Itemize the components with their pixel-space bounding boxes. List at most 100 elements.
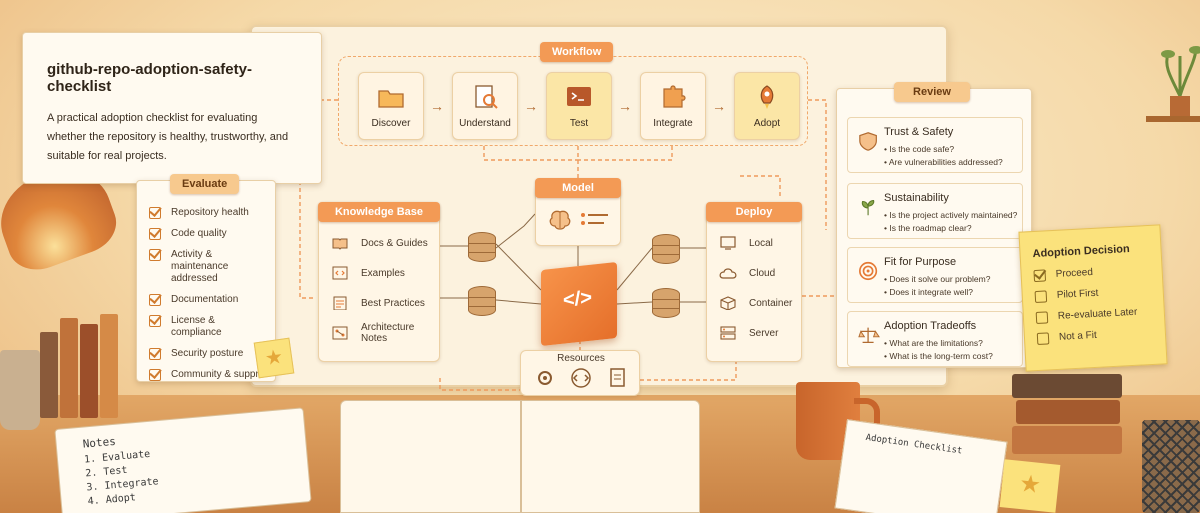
page-description: A practical adoption checklist for evalu… bbox=[47, 112, 289, 162]
arrow-right-icon: → bbox=[524, 98, 538, 114]
checkbox[interactable] bbox=[149, 249, 161, 261]
review-item-title: Adoption Tradeoffs bbox=[884, 320, 977, 332]
shelf-plant-icon bbox=[1161, 46, 1200, 116]
book-stack-right bbox=[1012, 374, 1122, 454]
decision-option[interactable]: Not a Fit bbox=[1036, 327, 1153, 345]
checkbox[interactable] bbox=[1033, 269, 1047, 283]
list-lines-icon bbox=[581, 213, 608, 225]
deploy-item: Cloud bbox=[719, 265, 801, 281]
sprout-icon bbox=[861, 200, 875, 216]
monitor-icon bbox=[720, 236, 736, 250]
arrow-right-icon: → bbox=[430, 98, 444, 114]
box-icon bbox=[720, 296, 736, 311]
arrow-right-icon: → bbox=[618, 98, 632, 114]
target-icon bbox=[859, 261, 878, 281]
checklist-icon bbox=[333, 296, 347, 311]
evaluate-item[interactable]: Code quality bbox=[149, 228, 263, 240]
checkbox[interactable] bbox=[149, 207, 161, 219]
page-title: github-repo-adoption-safety-checklist bbox=[47, 61, 252, 95]
review-item-point: • What are the limitations? bbox=[884, 338, 983, 348]
database-icon bbox=[652, 234, 680, 264]
decision-option-label: Proceed bbox=[1055, 266, 1094, 280]
review-item: Trust & Safety• Is the code safe?• Are v… bbox=[847, 117, 1023, 173]
knowledge-base-item: Architecture Notes bbox=[331, 322, 439, 344]
deploy-label: Deploy bbox=[706, 202, 802, 222]
code-icon bbox=[332, 266, 348, 280]
evaluate-item[interactable]: Community & suppr bbox=[149, 369, 263, 381]
database-icon bbox=[468, 232, 496, 262]
evaluate-item[interactable]: License & compliance bbox=[149, 315, 263, 339]
evaluate-item[interactable]: Security posture bbox=[149, 348, 263, 360]
checkbox[interactable] bbox=[149, 369, 161, 381]
review-item: Adoption Tradeoffs • What are the limitat… bbox=[847, 311, 1023, 367]
evaluate-item[interactable]: Documentation bbox=[149, 294, 263, 306]
checkbox[interactable] bbox=[149, 315, 161, 327]
knowledge-base-item-label: Architecture Notes bbox=[361, 322, 415, 344]
scale-icon bbox=[858, 327, 880, 343]
review-item: Sustainability• Is the project actively … bbox=[847, 183, 1023, 239]
decision-option[interactable]: Proceed bbox=[1033, 264, 1149, 283]
review-item-point: • What is the long-term cost? bbox=[884, 351, 993, 361]
deploy-item-label: Local bbox=[749, 237, 773, 249]
deploy-item-label: Server bbox=[749, 327, 779, 339]
deploy-item: Server bbox=[719, 325, 801, 341]
review-item: Fit for Purpose• Does it solve our probl… bbox=[847, 247, 1023, 303]
shield-icon bbox=[859, 132, 877, 151]
evaluate-label: Evaluate bbox=[170, 174, 240, 194]
evaluate-item-label: Repository health bbox=[171, 207, 249, 218]
knowledge-base-item: Examples bbox=[331, 265, 439, 281]
gear-icon bbox=[538, 371, 552, 385]
deploy-item: Local bbox=[719, 235, 801, 251]
checkbox[interactable] bbox=[149, 294, 161, 306]
evaluate-item-label: License & compliance bbox=[171, 315, 222, 338]
review-label: Review bbox=[894, 82, 970, 102]
database-icon bbox=[652, 288, 680, 318]
checkbox[interactable] bbox=[1034, 290, 1048, 304]
folder-icon bbox=[378, 90, 404, 108]
checkbox[interactable] bbox=[1035, 311, 1049, 325]
pencil-cup bbox=[1142, 420, 1200, 513]
knowledge-base-item-label: Docs & Guides bbox=[361, 237, 428, 249]
diagram-icon bbox=[332, 326, 348, 340]
terminal-icon bbox=[567, 87, 591, 106]
star-sticky-note: ★ bbox=[253, 337, 295, 379]
workflow-label: Workflow bbox=[540, 42, 614, 62]
checkbox[interactable] bbox=[149, 228, 161, 240]
decision-option[interactable]: Pilot First bbox=[1034, 285, 1151, 304]
model-label: Model bbox=[535, 178, 621, 198]
knowledge-base-label: Knowledge Base bbox=[318, 202, 440, 222]
workflow-step-label: Understand bbox=[459, 118, 511, 129]
checkbox[interactable] bbox=[149, 348, 161, 360]
knowledge-base-item-label: Best Practices bbox=[361, 297, 425, 309]
evaluate-item[interactable]: Activity & maintenance addressed bbox=[149, 249, 263, 285]
server-icon bbox=[720, 326, 736, 340]
potted-plant-left bbox=[0, 350, 40, 430]
deploy-item-label: Cloud bbox=[749, 267, 776, 279]
workflow-step-discover: Discover bbox=[358, 72, 424, 140]
evaluate-item-label: Security posture bbox=[171, 348, 244, 359]
document-search-icon bbox=[475, 85, 498, 109]
open-sketchbook bbox=[340, 400, 700, 513]
resources-card: Resources bbox=[520, 350, 640, 396]
rocket-icon bbox=[760, 85, 774, 109]
evaluate-item-label: Documentation bbox=[171, 294, 239, 305]
review-panel: Trust & Safety• Is the code safe?• Are v… bbox=[836, 88, 1032, 368]
decision-option[interactable]: Re-evaluate Later bbox=[1035, 306, 1152, 325]
evaluate-item-label: Code quality bbox=[171, 228, 227, 239]
document-icon bbox=[610, 368, 625, 387]
checkbox[interactable] bbox=[1036, 332, 1050, 345]
review-item-point: • Is the roadmap clear? bbox=[884, 223, 972, 233]
knowledge-base-item: Docs & Guides bbox=[331, 235, 439, 251]
review-item-point: • Are vulnerabilities addressed? bbox=[884, 157, 1003, 167]
adoption-decision-title: Adoption Decision bbox=[1032, 243, 1130, 261]
brain-icon bbox=[549, 210, 571, 230]
knowledge-base-item: Best Practices bbox=[331, 295, 439, 311]
workflow-step-integrate: Integrate bbox=[640, 72, 706, 140]
book-stack-left bbox=[40, 308, 130, 418]
evaluate-item[interactable]: Repository health bbox=[149, 207, 263, 219]
title-card: github-repo-adoption-safety-checklist A … bbox=[22, 32, 322, 184]
